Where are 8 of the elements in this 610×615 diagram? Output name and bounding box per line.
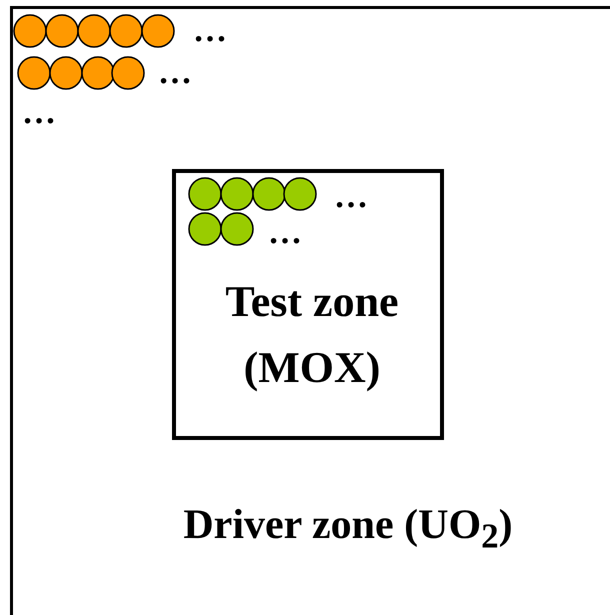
ellipsis-mark: … [22, 96, 58, 130]
ellipsis-mark: … [334, 180, 370, 214]
ellipsis-mark: … [158, 56, 194, 90]
zone-label: Test zone (MOX) [224, 276, 400, 394]
ellipsis-mark: … [193, 14, 229, 48]
zone-label: Driver zone (UO$_{2}$) [182, 501, 514, 558]
zone-box [172, 169, 444, 440]
ellipsis-mark: … [268, 216, 304, 250]
